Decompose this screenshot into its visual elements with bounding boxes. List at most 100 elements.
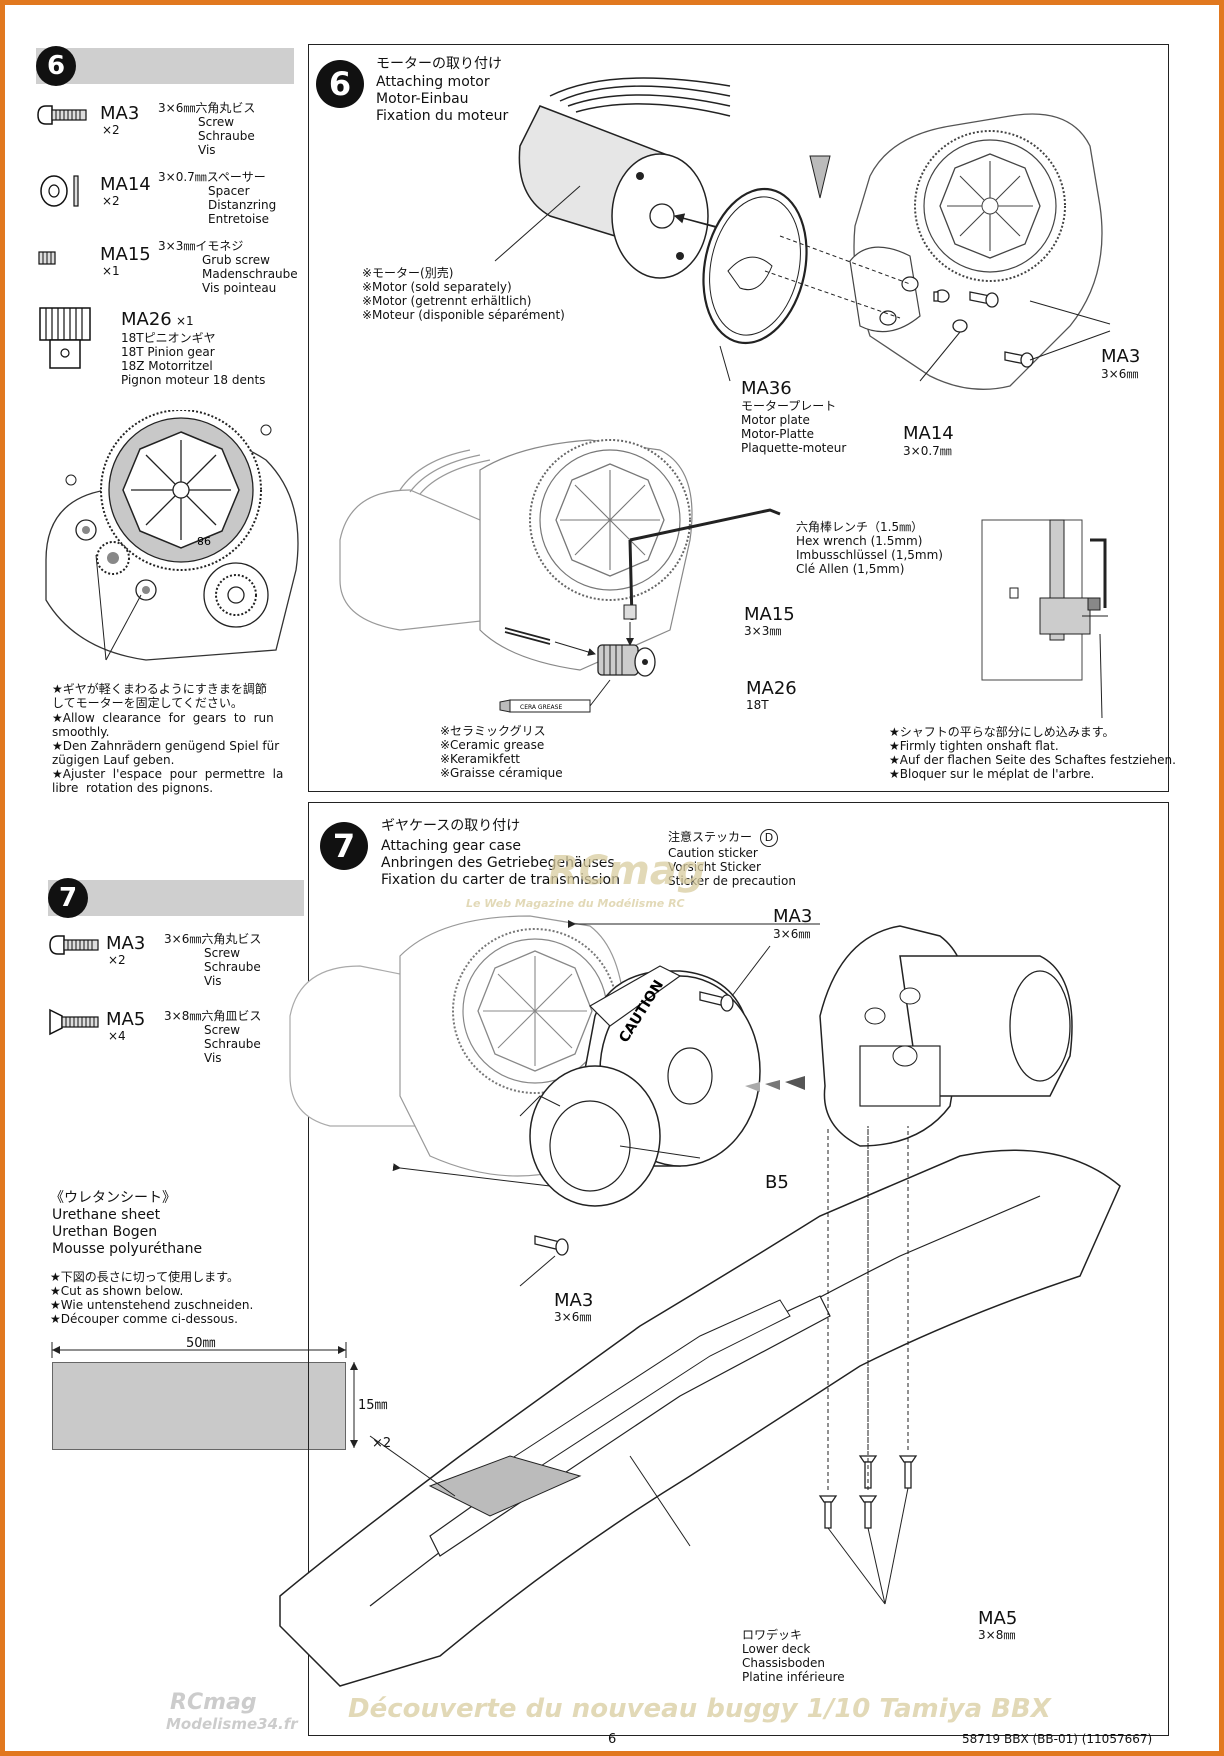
step7-ma5-jp: 3×8㎜六角皿ビス [164,1009,262,1023]
grease-de: ※Keramikfett [440,752,520,766]
motor-note-en: ※Motor (sold separately) [362,280,512,294]
lower-deck-en: Lower deck [742,1642,811,1656]
urethane-title-fr: Mousse polyuréthane [52,1241,203,1257]
ma26-de: 18Z Motorritzel [121,359,213,373]
step7-ma3-bottom-size: 3×6㎜ [554,1310,592,1324]
shaft-note-jp: ★シャフトの平らな部分にしめ込みます。 [889,725,1115,739]
ma3-jp: 3×6㎜六角丸ビス [158,101,256,115]
urethane-title-en: Urethane sheet [52,1207,161,1223]
sticker-de: Vorsicht Sticker [668,860,761,874]
watermark-top-logo: RCmag [548,848,706,894]
screw-icon [37,105,87,125]
ma26-en: 18T Pinion gear [121,345,215,359]
step6-note-de2: zügigen Lauf geben. [52,753,175,767]
lower-deck-jp: ロワデッキ [742,1628,803,1642]
ma14-de: Distanzring [208,198,277,212]
shaft-note-fr: ★Bloquer sur le méplat de l'arbre. [889,767,1095,781]
step7-panel [308,802,1169,1736]
step7-ma5-qty: ×4 [108,1029,126,1043]
watermark-bottom-logo: RCmag [170,1690,257,1715]
page-number: 6 [608,1732,617,1747]
motor-note-jp: ※モーター(別売) [362,266,454,280]
ma26-fr: Pignon moteur 18 dents [121,373,266,387]
lower-deck-de: Chassisboden [742,1656,825,1670]
step7-ma3-en: Screw [204,946,241,960]
gear-mark: 98 [197,534,211,547]
ma15-de: Madenschraube [202,267,298,281]
step6-number: 6 [316,60,364,108]
step7-ma3-qty: ×2 [108,953,126,967]
sticker-letter-badge: D [760,829,778,847]
step6-note-fr2: libre rotation des pignons. [52,781,214,795]
ma15-en: Grub screw [202,253,270,267]
step7-ma5-en: Screw [204,1023,241,1037]
ma5-label-code: MA5 [978,1608,1018,1629]
step6-title-en: Attaching motor [376,74,490,90]
sheet-width: 50㎜ [186,1336,216,1351]
ma15-main-size: 3×3㎜ [744,624,782,638]
shaft-flat-detail [981,519,1108,718]
ma3-en: Screw [198,115,235,129]
step6-ma3-size: 3×6㎜ [1101,367,1139,381]
watermark-bottom-title: Découverte du nouveau buggy 1/10 Tamiya … [348,1694,1051,1724]
step6-sidebar-header [36,48,294,84]
step7-ma3-fr: Vis [204,974,222,988]
ma14-fr: Entretoise [208,212,269,226]
step6-note-jp2: してモーターを固定してください。 [52,696,243,710]
step6-title-jp: モーターの取り付け [376,56,502,72]
step7-sidebar-number: 7 [48,878,88,918]
step6-ma14-code: MA14 [903,423,954,444]
shaft-note-en: ★Firmly tighten onshaft flat. [889,739,1059,753]
motor-note-fr: ※Moteur (disponible séparément) [362,308,565,322]
urethane-note-de: ★Wie untenstehend zuschneiden. [50,1298,254,1312]
pinion-gear-icon [39,307,91,369]
step7-title-fr: Fixation du carter de transmission [381,872,620,888]
ma15-code: MA15 [100,244,151,265]
ma26-qty: ×1 [176,314,194,328]
hex-jp: 六角棒レンチ（1.5㎜） [796,520,924,534]
ma14-code: MA14 [100,174,151,195]
spur-gear-clearance-illustration: 98 [45,410,299,661]
step6-note-de1: ★Den Zahnrädern genügend Spiel für [52,739,280,753]
ma36-de: Motor-Platte [741,427,814,441]
step7-ma3-code: MA3 [106,933,146,954]
urethane-sheet [52,1362,346,1450]
grease-tube-label: CERA GREASE [520,704,562,711]
urethane-title-de: Urethan Bogen [52,1224,158,1240]
urethane-note-jp: ★下図の長さに切って使用します。 [50,1270,239,1284]
ma36-en: Motor plate [741,413,810,427]
step7-ma5-code: MA5 [106,1009,146,1030]
step6-note-jp1: ★ギヤが軽くまわるようにすきまを調節 [52,682,267,696]
pinion-install-illustration: CERA GREASE [339,439,781,713]
ma36-jp: モータープレート [741,399,837,413]
step7-ma3-top-code: MA3 [773,906,813,927]
ma15-jp: 3×3㎜イモネジ [158,239,244,253]
ma3-qty: ×2 [102,123,120,137]
ma26-jp: 18Tピニオンギヤ [121,331,216,345]
ma5-label-size: 3×8㎜ [978,1628,1016,1642]
step6-note-fr1: ★Ajuster l'espace pour permettre la [52,767,284,781]
grub-screw-icon [38,251,56,265]
lower-deck-fr: Platine inférieure [742,1670,845,1684]
ma3-de: Schraube [198,129,255,143]
sticker-jp: 注意ステッカー [668,830,753,844]
motor-attachment-illustration [494,77,1111,390]
ma15-main-code: MA15 [744,604,795,625]
urethane-note-fr: ★Découper comme ci-dessous. [50,1312,238,1326]
step6-title-de: Motor-Einbau [376,91,469,107]
step7-ma3-bottom-code: MA3 [554,1290,594,1311]
ma26-code: MA26 [121,309,172,330]
ma14-jp: 3×0.7㎜スペーサー [158,170,266,184]
ma36-fr: Plaquette-moteur [741,441,847,455]
step7-title-jp: ギヤケースの取り付け [381,818,521,834]
step6-sidebar-number: 6 [36,46,76,86]
ma15-qty: ×1 [102,264,120,278]
step7-ma5-fr: Vis [204,1051,222,1065]
urethane-note-en: ★Cut as shown below. [50,1284,184,1298]
ma36-code: MA36 [741,378,792,399]
ma26-main-size: 18T [746,698,769,712]
ma14-qty: ×2 [102,194,120,208]
ma14-en: Spacer [208,184,250,198]
motor-note-de: ※Motor (getrennt erhältlich) [362,294,532,308]
